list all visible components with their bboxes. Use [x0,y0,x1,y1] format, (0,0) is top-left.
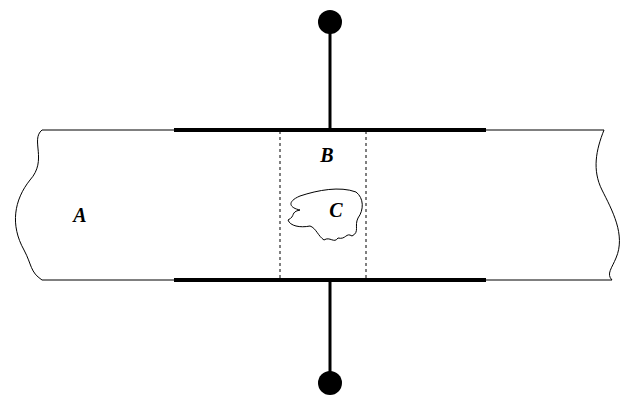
cavity-outline [288,189,362,240]
bottom-terminal [318,371,342,395]
region-label: B [320,145,333,165]
region-boundary [366,131,367,279]
top-terminal [318,10,342,34]
slab-right-break [596,130,619,280]
cavity-label: C [329,200,342,220]
slab-top-edge [42,130,604,131]
slab-left-break [15,130,42,280]
bottom-lead [329,280,332,383]
material-label: A [73,205,86,225]
region-boundary [280,131,281,279]
slab-bottom-edge [42,280,612,281]
top-lead [329,22,332,130]
